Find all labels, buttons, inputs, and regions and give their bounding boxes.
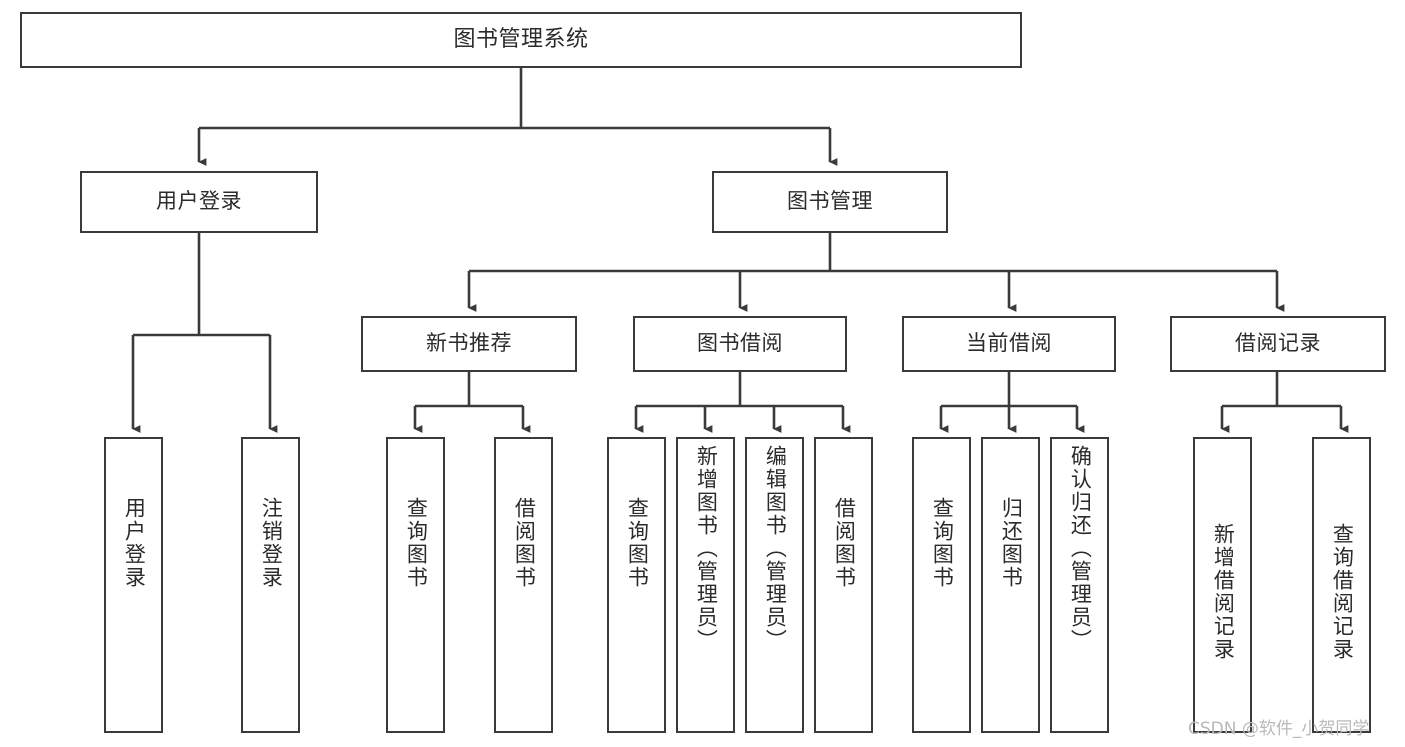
leaf-add-record[interactable]: 新增借阅记录 <box>1193 437 1252 733</box>
node-new-book-recommend[interactable]: 新书推荐 <box>361 316 577 372</box>
leaf-query-book-2-label: 查询图书 <box>625 497 650 589</box>
node-root-label: 图书管理系统 <box>453 26 589 52</box>
leaf-query-book-3[interactable]: 查询图书 <box>912 437 971 733</box>
leaf-add-record-label: 新增借阅记录 <box>1211 523 1236 661</box>
leaf-user-logout-label: 注销登录 <box>259 497 284 589</box>
leaf-borrow-book-1-label: 借阅图书 <box>512 497 537 589</box>
node-book-management-label: 图书管理 <box>787 189 873 214</box>
leaf-return-book-label: 归还图书 <box>999 497 1024 589</box>
leaf-borrow-book-2[interactable]: 借阅图书 <box>814 437 873 733</box>
leaf-add-book-label: 新增图书（管理员） <box>694 445 719 652</box>
node-book-management[interactable]: 图书管理 <box>712 171 948 233</box>
leaf-edit-book-label: 编辑图书（管理员） <box>763 445 788 652</box>
node-user-login[interactable]: 用户登录 <box>80 171 318 233</box>
leaf-edit-book[interactable]: 编辑图书（管理员） <box>745 437 804 733</box>
leaf-return-book[interactable]: 归还图书 <box>981 437 1040 733</box>
leaf-confirm-return[interactable]: 确认归还（管理员） <box>1050 437 1109 733</box>
node-book-borrow[interactable]: 图书借阅 <box>633 316 847 372</box>
leaf-query-book-2[interactable]: 查询图书 <box>607 437 666 733</box>
leaf-borrow-book-2-label: 借阅图书 <box>832 497 857 589</box>
leaf-add-book[interactable]: 新增图书（管理员） <box>676 437 735 733</box>
leaf-user-logout[interactable]: 注销登录 <box>241 437 300 733</box>
node-new-book-recommend-label: 新书推荐 <box>426 331 512 356</box>
leaf-confirm-return-label: 确认归还（管理员） <box>1068 445 1093 652</box>
node-user-login-label: 用户登录 <box>156 189 242 214</box>
leaf-borrow-book-1[interactable]: 借阅图书 <box>494 437 553 733</box>
leaf-query-record-label: 查询借阅记录 <box>1330 523 1355 661</box>
node-current-borrow-label: 当前借阅 <box>966 331 1052 356</box>
node-root[interactable]: 图书管理系统 <box>20 12 1022 68</box>
node-book-borrow-label: 图书借阅 <box>697 331 783 356</box>
leaf-query-record[interactable]: 查询借阅记录 <box>1312 437 1371 733</box>
node-current-borrow[interactable]: 当前借阅 <box>902 316 1116 372</box>
watermark: CSDN @软件_小贺同学 <box>1188 719 1370 739</box>
leaf-user-login[interactable]: 用户登录 <box>104 437 163 733</box>
node-borrow-record[interactable]: 借阅记录 <box>1170 316 1386 372</box>
leaf-query-book-1[interactable]: 查询图书 <box>386 437 445 733</box>
leaf-user-login-label: 用户登录 <box>122 497 147 589</box>
node-borrow-record-label: 借阅记录 <box>1235 331 1321 356</box>
leaf-query-book-3-label: 查询图书 <box>930 497 955 589</box>
leaf-query-book-1-label: 查询图书 <box>404 497 429 589</box>
